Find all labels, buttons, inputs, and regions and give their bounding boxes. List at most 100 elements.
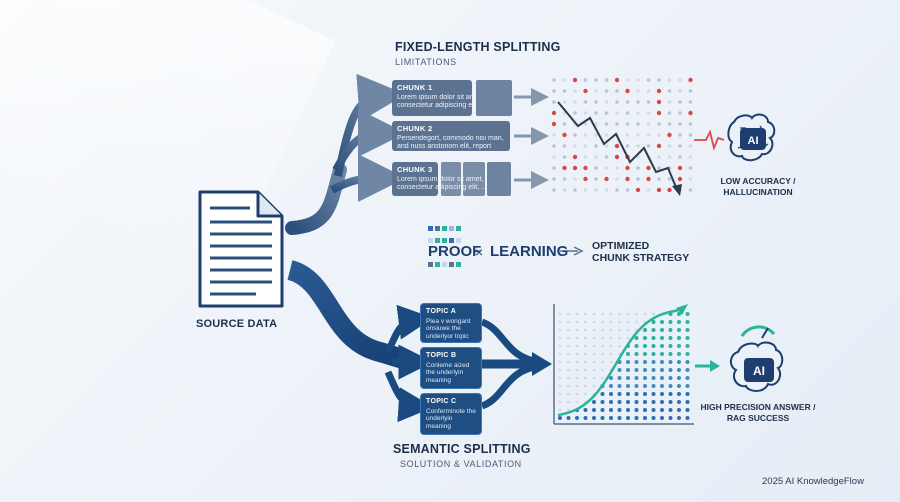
pixel-square bbox=[442, 262, 447, 267]
scatter-dot bbox=[552, 144, 556, 148]
declining-line bbox=[557, 101, 679, 193]
growth-dot bbox=[660, 344, 664, 348]
growth-dot bbox=[567, 408, 570, 412]
growth-dot bbox=[575, 336, 579, 340]
scatter-dot bbox=[678, 122, 682, 126]
growth-dot bbox=[609, 400, 613, 404]
scatter-dot bbox=[646, 122, 651, 126]
scatter-dot bbox=[552, 133, 556, 137]
growth-dot bbox=[651, 408, 656, 412]
scatter-dot bbox=[667, 144, 672, 148]
scatter-dot bbox=[562, 122, 567, 126]
scatter-dot bbox=[625, 165, 630, 171]
growth-dot bbox=[584, 328, 587, 332]
scatter-dot bbox=[667, 100, 672, 104]
scatter-dot bbox=[688, 89, 693, 93]
scatter-dot bbox=[667, 78, 672, 82]
topic-a-text: Plea v wongant onsiuwe the underlyor top… bbox=[426, 317, 471, 340]
growth-dot bbox=[685, 408, 690, 412]
scatter-dot bbox=[604, 176, 609, 182]
growth-dot bbox=[592, 312, 596, 316]
growth-dot bbox=[668, 408, 673, 412]
growth-dot bbox=[643, 352, 647, 356]
growth-dot bbox=[601, 360, 604, 364]
growth-dot bbox=[600, 416, 605, 420]
scatter-dot bbox=[551, 110, 557, 116]
scatter-dot bbox=[636, 166, 640, 170]
scatter-dot bbox=[625, 144, 630, 148]
top-subtitle: LIMITATIONS bbox=[395, 57, 457, 67]
scatter-dot bbox=[594, 166, 598, 170]
growth-dot bbox=[685, 352, 690, 356]
scatter-dot bbox=[583, 100, 588, 104]
high-precision-line-1: HIGH PRECISION ANSWER / bbox=[700, 402, 816, 412]
growth-dot bbox=[584, 360, 587, 364]
growth-dot bbox=[592, 320, 596, 324]
growth-dot bbox=[660, 368, 664, 372]
growth-dot bbox=[583, 416, 588, 420]
scatter-dot bbox=[656, 110, 662, 116]
scatter-dot bbox=[625, 111, 630, 115]
scatter-dot bbox=[583, 133, 588, 137]
growth-dot bbox=[651, 400, 656, 404]
scatter-dot bbox=[688, 110, 693, 116]
scatter-dot bbox=[604, 144, 609, 148]
low-accuracy-line-1: LOW ACCURACY / bbox=[720, 176, 796, 186]
scatter-dot bbox=[688, 133, 693, 137]
growth-dot bbox=[677, 384, 681, 388]
scatter-dot bbox=[583, 155, 588, 159]
growth-dot bbox=[575, 352, 579, 356]
growth-dot bbox=[592, 408, 596, 412]
chunk-3-text: Lorem ipsum dolor sit amet, consectetur … bbox=[397, 176, 487, 191]
growth-dot bbox=[617, 392, 622, 396]
scatter-dot bbox=[583, 144, 588, 148]
document-icon bbox=[198, 190, 284, 308]
growth-dot bbox=[685, 384, 690, 388]
growth-dot bbox=[677, 344, 681, 348]
growth-dot bbox=[558, 352, 562, 356]
topic-b: TOPIC B Conleme aized the underlyin mean… bbox=[420, 347, 482, 389]
scatter-dot bbox=[551, 121, 557, 127]
growth-dot bbox=[584, 392, 587, 396]
growth-dot bbox=[643, 312, 647, 316]
scatter-dot bbox=[583, 165, 588, 171]
growth-dot bbox=[660, 328, 664, 332]
growth-dot bbox=[643, 360, 647, 364]
growth-dot bbox=[617, 408, 622, 412]
growth-dot bbox=[634, 408, 639, 412]
growth-dot bbox=[601, 352, 604, 356]
growth-dot bbox=[617, 400, 622, 404]
scatter-dot bbox=[615, 122, 619, 126]
scatter-dot bbox=[615, 111, 619, 115]
scatter-dot bbox=[562, 144, 567, 148]
growth-dot bbox=[660, 416, 664, 420]
scatter-dot bbox=[562, 100, 567, 104]
growth-dot bbox=[617, 376, 622, 380]
growth-dot bbox=[601, 312, 604, 316]
scatter-dot bbox=[562, 188, 567, 192]
growth-dot bbox=[634, 376, 639, 380]
growth-dot bbox=[685, 344, 690, 348]
scatter-dot bbox=[583, 111, 588, 115]
scatter-dot bbox=[552, 166, 556, 170]
growth-dot bbox=[575, 320, 579, 324]
scatter-dot bbox=[583, 122, 588, 126]
pixel-square bbox=[442, 238, 447, 243]
scatter-dot bbox=[594, 100, 598, 104]
scatter-dot bbox=[625, 122, 630, 126]
growth-dot bbox=[668, 360, 673, 364]
growth-dot bbox=[601, 336, 604, 340]
scatter-dot bbox=[594, 188, 598, 192]
growth-dot bbox=[685, 360, 690, 364]
growth-dot bbox=[558, 376, 562, 380]
growth-dot bbox=[643, 328, 647, 332]
pixel-square bbox=[449, 262, 454, 267]
growth-dot bbox=[600, 400, 605, 404]
growth-dot bbox=[634, 384, 639, 388]
growth-dot bbox=[626, 376, 630, 380]
scatter-dot bbox=[604, 166, 609, 170]
growth-dot bbox=[575, 392, 579, 396]
growth-dot bbox=[685, 328, 690, 332]
growth-dot bbox=[685, 320, 690, 324]
pixel-square bbox=[442, 226, 447, 231]
